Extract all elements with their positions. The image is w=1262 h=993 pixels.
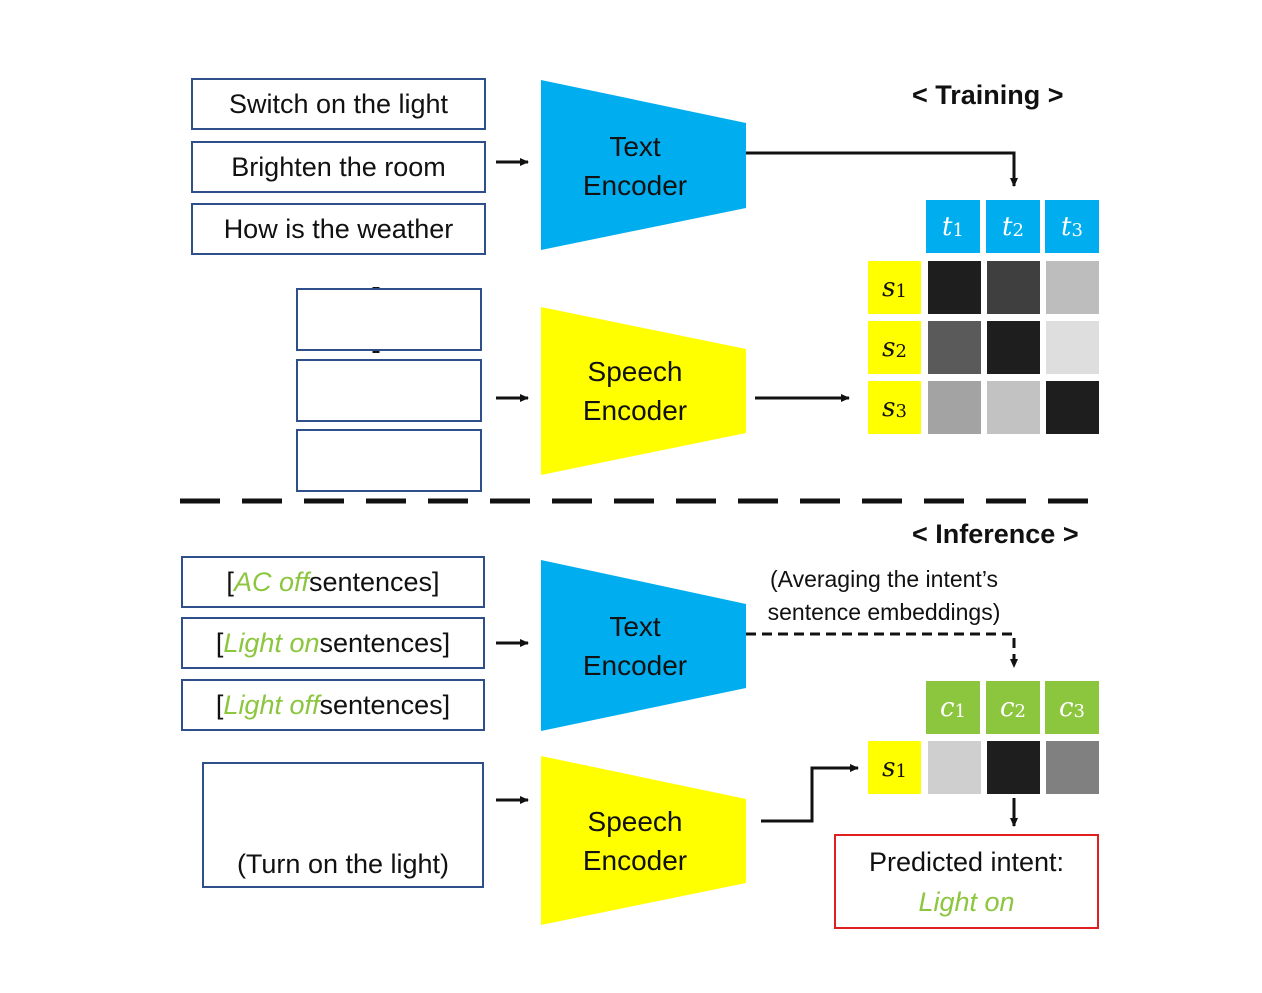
intent-embedding-arrow xyxy=(746,632,1018,668)
speech-input-box xyxy=(296,288,482,351)
similarity-cell xyxy=(1046,381,1099,434)
inference-similarity-cell xyxy=(928,741,981,794)
averaging-note: (Averaging the intent’s sentence embeddi… xyxy=(752,563,1016,629)
intent-input-box: [Light on sentences] xyxy=(181,617,485,669)
bracket-text: [ xyxy=(215,627,224,658)
prediction-box: Predicted intent: Light on xyxy=(834,834,1099,929)
text-encoder-label-line: Encoder xyxy=(582,170,688,201)
intent-name: Light off xyxy=(223,689,320,720)
speech-encoder-shape xyxy=(541,307,746,475)
text-encoder-label: Text Encoder xyxy=(575,127,695,205)
speech-encoder-label-line: Encoder xyxy=(582,395,688,426)
sentences-text: sentences] xyxy=(308,566,440,597)
text-input-box: Switch on the light xyxy=(191,78,486,130)
averaging-note-line: (Averaging the intent’s xyxy=(769,566,999,592)
speech-encoder-label: Speech Encoder xyxy=(570,352,700,430)
inference-similarity-cell xyxy=(987,741,1040,794)
text-encoder-label-line: Text xyxy=(609,131,661,162)
query-speech-box: (Turn on the light) xyxy=(202,762,484,888)
similarity-cell xyxy=(987,261,1040,314)
speech-input-box xyxy=(296,359,482,422)
similarity-matrices xyxy=(928,261,1099,794)
text-encoder-shape xyxy=(541,80,746,250)
inference-speech-encoder-shape xyxy=(541,756,746,925)
inference-text-encoder-label: Text Encoder xyxy=(575,607,695,685)
speech-input-box xyxy=(296,429,482,492)
similarity-cell xyxy=(928,321,981,374)
inference-title: < Inference > xyxy=(912,519,1079,549)
intent-name: Light on xyxy=(223,627,320,658)
query-speech-caption: (Turn on the light) xyxy=(236,849,450,879)
averaging-note-line: sentence embeddings) xyxy=(767,599,1001,625)
intent-input-box: [AC off sentences] xyxy=(181,556,485,608)
intent-name: AC off xyxy=(233,566,309,597)
bracket-text: [ xyxy=(226,566,234,597)
similarity-cell xyxy=(928,261,981,314)
sentences-text: sentences] xyxy=(319,627,451,658)
speech-encoder-label-line: Speech xyxy=(587,806,683,837)
query-embedding-arrow xyxy=(761,764,859,823)
inference-similarity-cell xyxy=(1046,741,1099,794)
text-encoder-label-line: Text xyxy=(609,611,661,642)
speech-encoder-label-line: Encoder xyxy=(582,845,688,876)
similarity-cell xyxy=(1046,321,1099,374)
similarity-cell xyxy=(987,381,1040,434)
intent-input-box: [Light off sentences] xyxy=(181,679,485,731)
similarity-cell xyxy=(987,321,1040,374)
inference-text-encoder-shape xyxy=(541,560,746,731)
similarity-cell xyxy=(928,381,981,434)
sentences-text: sentences] xyxy=(319,689,451,720)
prediction-label: Predicted intent: xyxy=(868,847,1065,877)
speech-encoder-label-line: Speech xyxy=(587,356,683,387)
text-input-box: Brighten the room xyxy=(191,141,486,193)
prediction-value: Light on xyxy=(918,887,1015,917)
similarity-cell xyxy=(1046,261,1099,314)
text-input-box: How is the weather xyxy=(191,203,486,255)
text-encoder-label-line: Encoder xyxy=(582,650,688,681)
bracket-text: [ xyxy=(215,689,224,720)
text-embedding-arrow xyxy=(746,151,1018,187)
inference-speech-encoder-label: Speech Encoder xyxy=(570,802,700,880)
training-title: < Training > xyxy=(912,80,1064,110)
